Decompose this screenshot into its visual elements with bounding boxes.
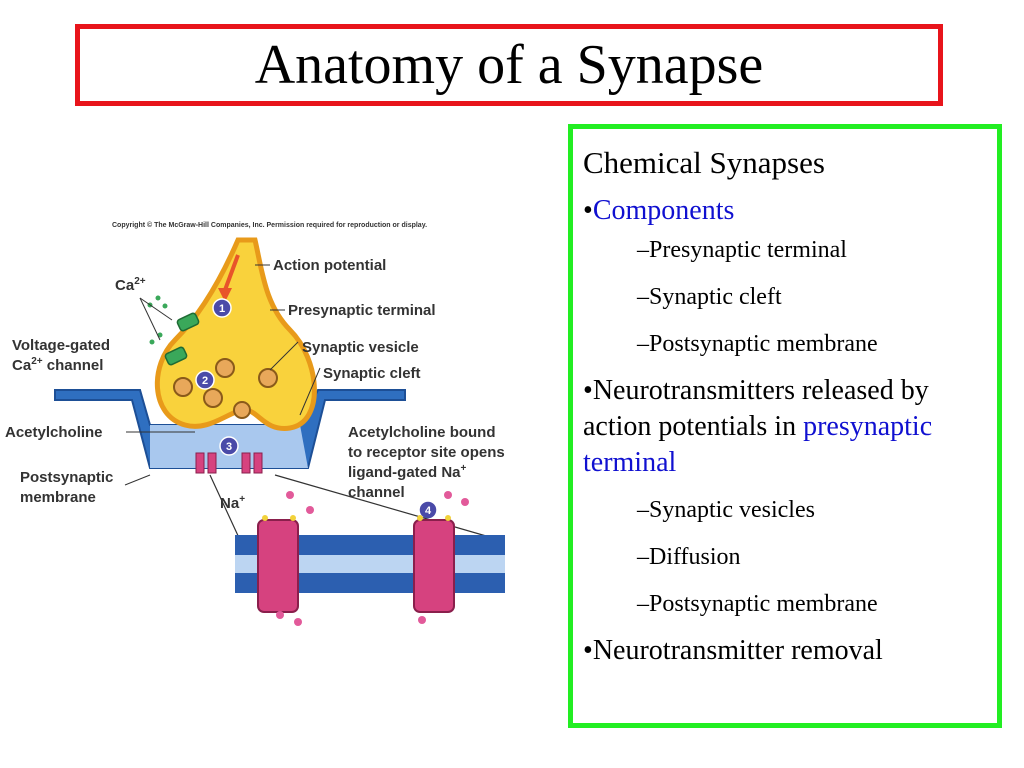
ca-ion [162, 303, 168, 309]
sub-item: –Postsynaptic membrane [637, 591, 878, 617]
voltage-gated-label-line1: Voltage-gated [12, 337, 110, 354]
bullet-neurotransmitters: •Neurotransmitters released by action po… [583, 375, 933, 478]
ach-bound-label-line3: ligand-gated Na+ [348, 463, 467, 481]
na-ion [461, 498, 469, 506]
sub-item: –Diffusion [637, 544, 741, 570]
step-marker [195, 370, 215, 390]
na-ion [444, 491, 452, 499]
bullet-removal-text: Neurotransmitter removal [592, 635, 883, 666]
synaptic-cleft-label: Synaptic cleft [323, 365, 421, 382]
ca-label: Ca2+ [115, 276, 146, 294]
postsynaptic-label-line1: Postsynaptic [20, 469, 113, 486]
copyright-note: Copyright © The McGraw-Hill Companies, I… [112, 221, 427, 229]
bullet-components: •Components [583, 195, 735, 226]
sub-item-text: Diffusion [649, 544, 741, 570]
na-label: Na+ [220, 494, 245, 512]
bullet-neurotransmitters-text: Neurotransmitters released by action pot… [583, 375, 929, 442]
sub-item-text: Synaptic vesicles [649, 497, 815, 523]
leader-line [269, 341, 299, 371]
receptor-icon [241, 452, 251, 474]
step-number: 4 [425, 505, 432, 517]
arrowhead-icon [218, 288, 232, 302]
na-ion [418, 616, 426, 624]
receptor-icon [195, 452, 205, 474]
sub-item: –Synaptic cleft [637, 284, 782, 310]
synaptic-vesicle-label: Synaptic vesicle [302, 339, 419, 356]
sub-item: –Presynaptic terminal [637, 237, 847, 263]
ca-ion [155, 295, 161, 301]
action-potential-label: Action potential [273, 257, 386, 274]
vesicle [258, 368, 278, 388]
vesicle [203, 388, 223, 408]
na-ion [286, 491, 294, 499]
ach-bound-label-line2: to receptor site opens [348, 444, 505, 461]
vesicle [215, 358, 235, 378]
zoom-line [274, 474, 501, 541]
sub-item-text: Synaptic cleft [649, 284, 782, 310]
acetylcholine-molecule [445, 515, 451, 521]
synapse-illustration: Copyright © The McGraw-Hill Companies, I… [5, 221, 505, 626]
ca-channel-icon [164, 346, 188, 366]
postsynaptic-label-line2: membrane [20, 489, 96, 506]
ach-bound-label-line4: channel [348, 484, 405, 501]
action-potential-arrow [223, 254, 240, 291]
leader-line [124, 474, 151, 486]
acetylcholine-molecule [417, 515, 423, 521]
sub-item: –Synaptic vesicles [637, 497, 815, 523]
ca-ion [149, 339, 155, 345]
sub-item-text: Postsynaptic membrane [649, 591, 878, 617]
na-ion [294, 618, 302, 626]
content-panel: Chemical Synapses •Components –Presynapt… [568, 124, 1002, 728]
ach-bound-label-line1: Acetylcholine bound [348, 424, 496, 441]
vesicle [233, 401, 251, 419]
zoom-line [209, 474, 241, 541]
receptor-icon [253, 452, 263, 474]
slide-title: Anatomy of a Synapse [254, 34, 764, 96]
panel-heading: Chemical Synapses [583, 145, 825, 180]
step-marker [219, 436, 239, 456]
bullet-components-text: Components [592, 195, 735, 226]
ligand-gated-channel [257, 519, 299, 613]
sub-item: –Postsynaptic membrane [637, 331, 878, 357]
ligand-gated-channel [413, 519, 455, 613]
presynaptic-terminal-label: Presynaptic terminal [288, 302, 436, 319]
ca-channel-icon [176, 312, 200, 332]
synapse-diagram: Copyright © The McGraw-Hill Companies, I… [0, 210, 560, 640]
leader-line [299, 367, 321, 416]
step-number: 3 [226, 441, 232, 453]
vesicle [173, 377, 193, 397]
na-ion [276, 611, 284, 619]
bullet-neurotransmitters-highlight: presynaptic terminal [583, 411, 933, 478]
leader-line [139, 297, 161, 341]
sub-item-text: Postsynaptic membrane [649, 331, 878, 357]
voltage-gated-label-line2: Ca2+ channel [12, 356, 103, 374]
step-number: 2 [202, 375, 208, 387]
acetylcholine-molecule [290, 515, 296, 521]
receptor-icon [207, 452, 217, 474]
acetylcholine-molecule [262, 515, 268, 521]
bullet-removal: •Neurotransmitter removal [583, 635, 883, 666]
step-number: 1 [219, 303, 225, 315]
leader-line [139, 297, 173, 321]
acetylcholine-label: Acetylcholine [5, 424, 103, 441]
sub-item-text: Presynaptic terminal [649, 237, 847, 263]
title-box: Anatomy of a Synapse [75, 24, 943, 106]
step-marker [212, 298, 232, 318]
na-ion [306, 506, 314, 514]
